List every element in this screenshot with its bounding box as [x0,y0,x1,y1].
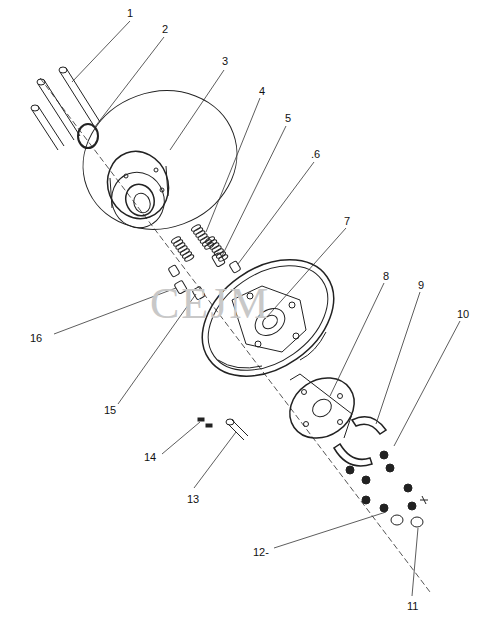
callout-number: 3 [222,56,228,67]
callout-number: 1 [127,8,133,19]
callout-number: .6 [311,149,320,160]
callout-number: 14 [144,452,156,463]
nut [380,451,388,459]
leader-line [54,21,460,596]
callout-number: 5 [285,113,291,124]
callout-number: 12- [253,547,269,558]
nut [386,464,394,472]
callout-number: 16 [30,333,42,344]
spring-coil [184,254,195,263]
nut [346,466,354,474]
watermark: CEJM [150,282,270,326]
callout-number: 4 [259,86,265,97]
nut [408,502,416,510]
callout-number: 13 [187,494,199,505]
nut [362,496,370,504]
washer [391,496,428,527]
pin [198,418,248,440]
nut [380,504,388,512]
nut [404,484,412,492]
spring [171,224,229,263]
callout-number: 15 [104,405,116,416]
nut [346,451,416,512]
brake-drum [63,69,256,250]
brake-shoe [334,417,386,466]
callout-number: 2 [162,24,168,35]
callout-number: 8 [383,271,389,282]
callout-number: 9 [418,280,424,291]
spring-coil [218,254,229,263]
nut [362,476,370,484]
hub-plate [278,366,366,451]
callout-number: 7 [344,216,350,227]
callout-number: 10 [457,309,469,320]
callout-number: 11 [407,601,418,612]
